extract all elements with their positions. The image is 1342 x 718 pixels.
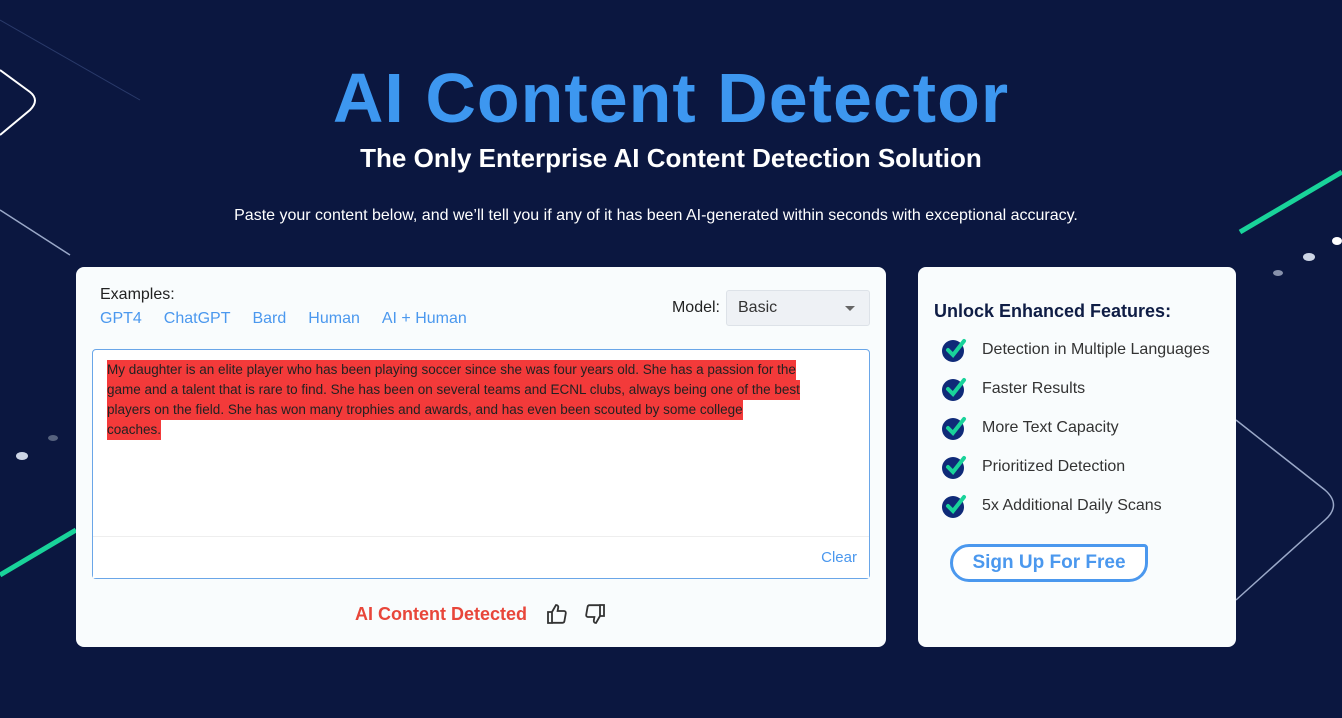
example-gpt4[interactable]: GPT4 [100, 310, 142, 327]
feature-item: Detection in Multiple Languages [940, 335, 1210, 365]
sign-up-button[interactable]: Sign Up For Free [950, 544, 1148, 582]
content-textarea[interactable]: My daughter is an elite player who has b… [92, 349, 870, 579]
feature-label: 5x Additional Daily Scans [982, 497, 1162, 514]
result-status: AI Content Detected [354, 603, 527, 624]
check-icon [942, 495, 966, 518]
feature-item: 5x Additional Daily Scans [940, 491, 1162, 521]
feature-item: Faster Results [940, 374, 1085, 404]
feature-label: Detection in Multiple Languages [982, 341, 1210, 358]
page-title: AI Content Detector [332, 59, 1010, 137]
highlighted-text-line: My daughter is an elite player who has b… [107, 360, 796, 380]
examples-links: GPT4 ChatGPT Bard Human AI + Human [100, 310, 467, 328]
highlighted-text-line: game and a talent that is rare to find. … [107, 380, 800, 400]
page-subtitle: The Only Enterprise AI Content Detection… [360, 143, 982, 173]
check-icon [942, 339, 966, 362]
model-selector: Model: Basic [672, 290, 870, 326]
example-human[interactable]: Human [308, 310, 360, 327]
check-icon [942, 456, 966, 479]
result-row: AI Content Detected [76, 602, 886, 626]
example-ai-human[interactable]: AI + Human [381, 310, 467, 327]
chevron-down-icon [845, 305, 855, 311]
features-title: Unlock Enhanced Features: [934, 301, 1172, 321]
check-icon [942, 378, 966, 401]
model-label: Model: [671, 299, 720, 316]
clear-button[interactable]: Clear [821, 549, 857, 566]
model-selected-value: Basic [738, 299, 778, 316]
model-select[interactable]: Basic [726, 290, 870, 326]
thumbs-down-icon[interactable] [583, 602, 607, 626]
detector-card: Examples: GPT4 ChatGPT Bard Human AI + H… [76, 267, 886, 647]
check-icon [942, 417, 966, 440]
examples-label: Examples: [100, 286, 175, 303]
feature-label: More Text Capacity [982, 419, 1119, 436]
thumbs-up-icon[interactable] [545, 602, 569, 626]
highlighted-text-line: players on the field. She has won many t… [107, 400, 743, 420]
feature-label: Faster Results [982, 380, 1086, 397]
feature-item: Prioritized Detection [940, 452, 1125, 482]
features-panel: Unlock Enhanced Features: Detection in M… [918, 267, 1236, 647]
textarea-footer [93, 536, 869, 578]
example-bard[interactable]: Bard [252, 310, 287, 327]
highlighted-text-line: coaches. [107, 420, 162, 440]
feature-item: More Text Capacity [940, 413, 1119, 443]
example-chatgpt[interactable]: ChatGPT [163, 310, 231, 327]
feature-label: Prioritized Detection [982, 458, 1126, 475]
intro-text: Paste your content below, and we’ll tell… [234, 207, 1078, 224]
